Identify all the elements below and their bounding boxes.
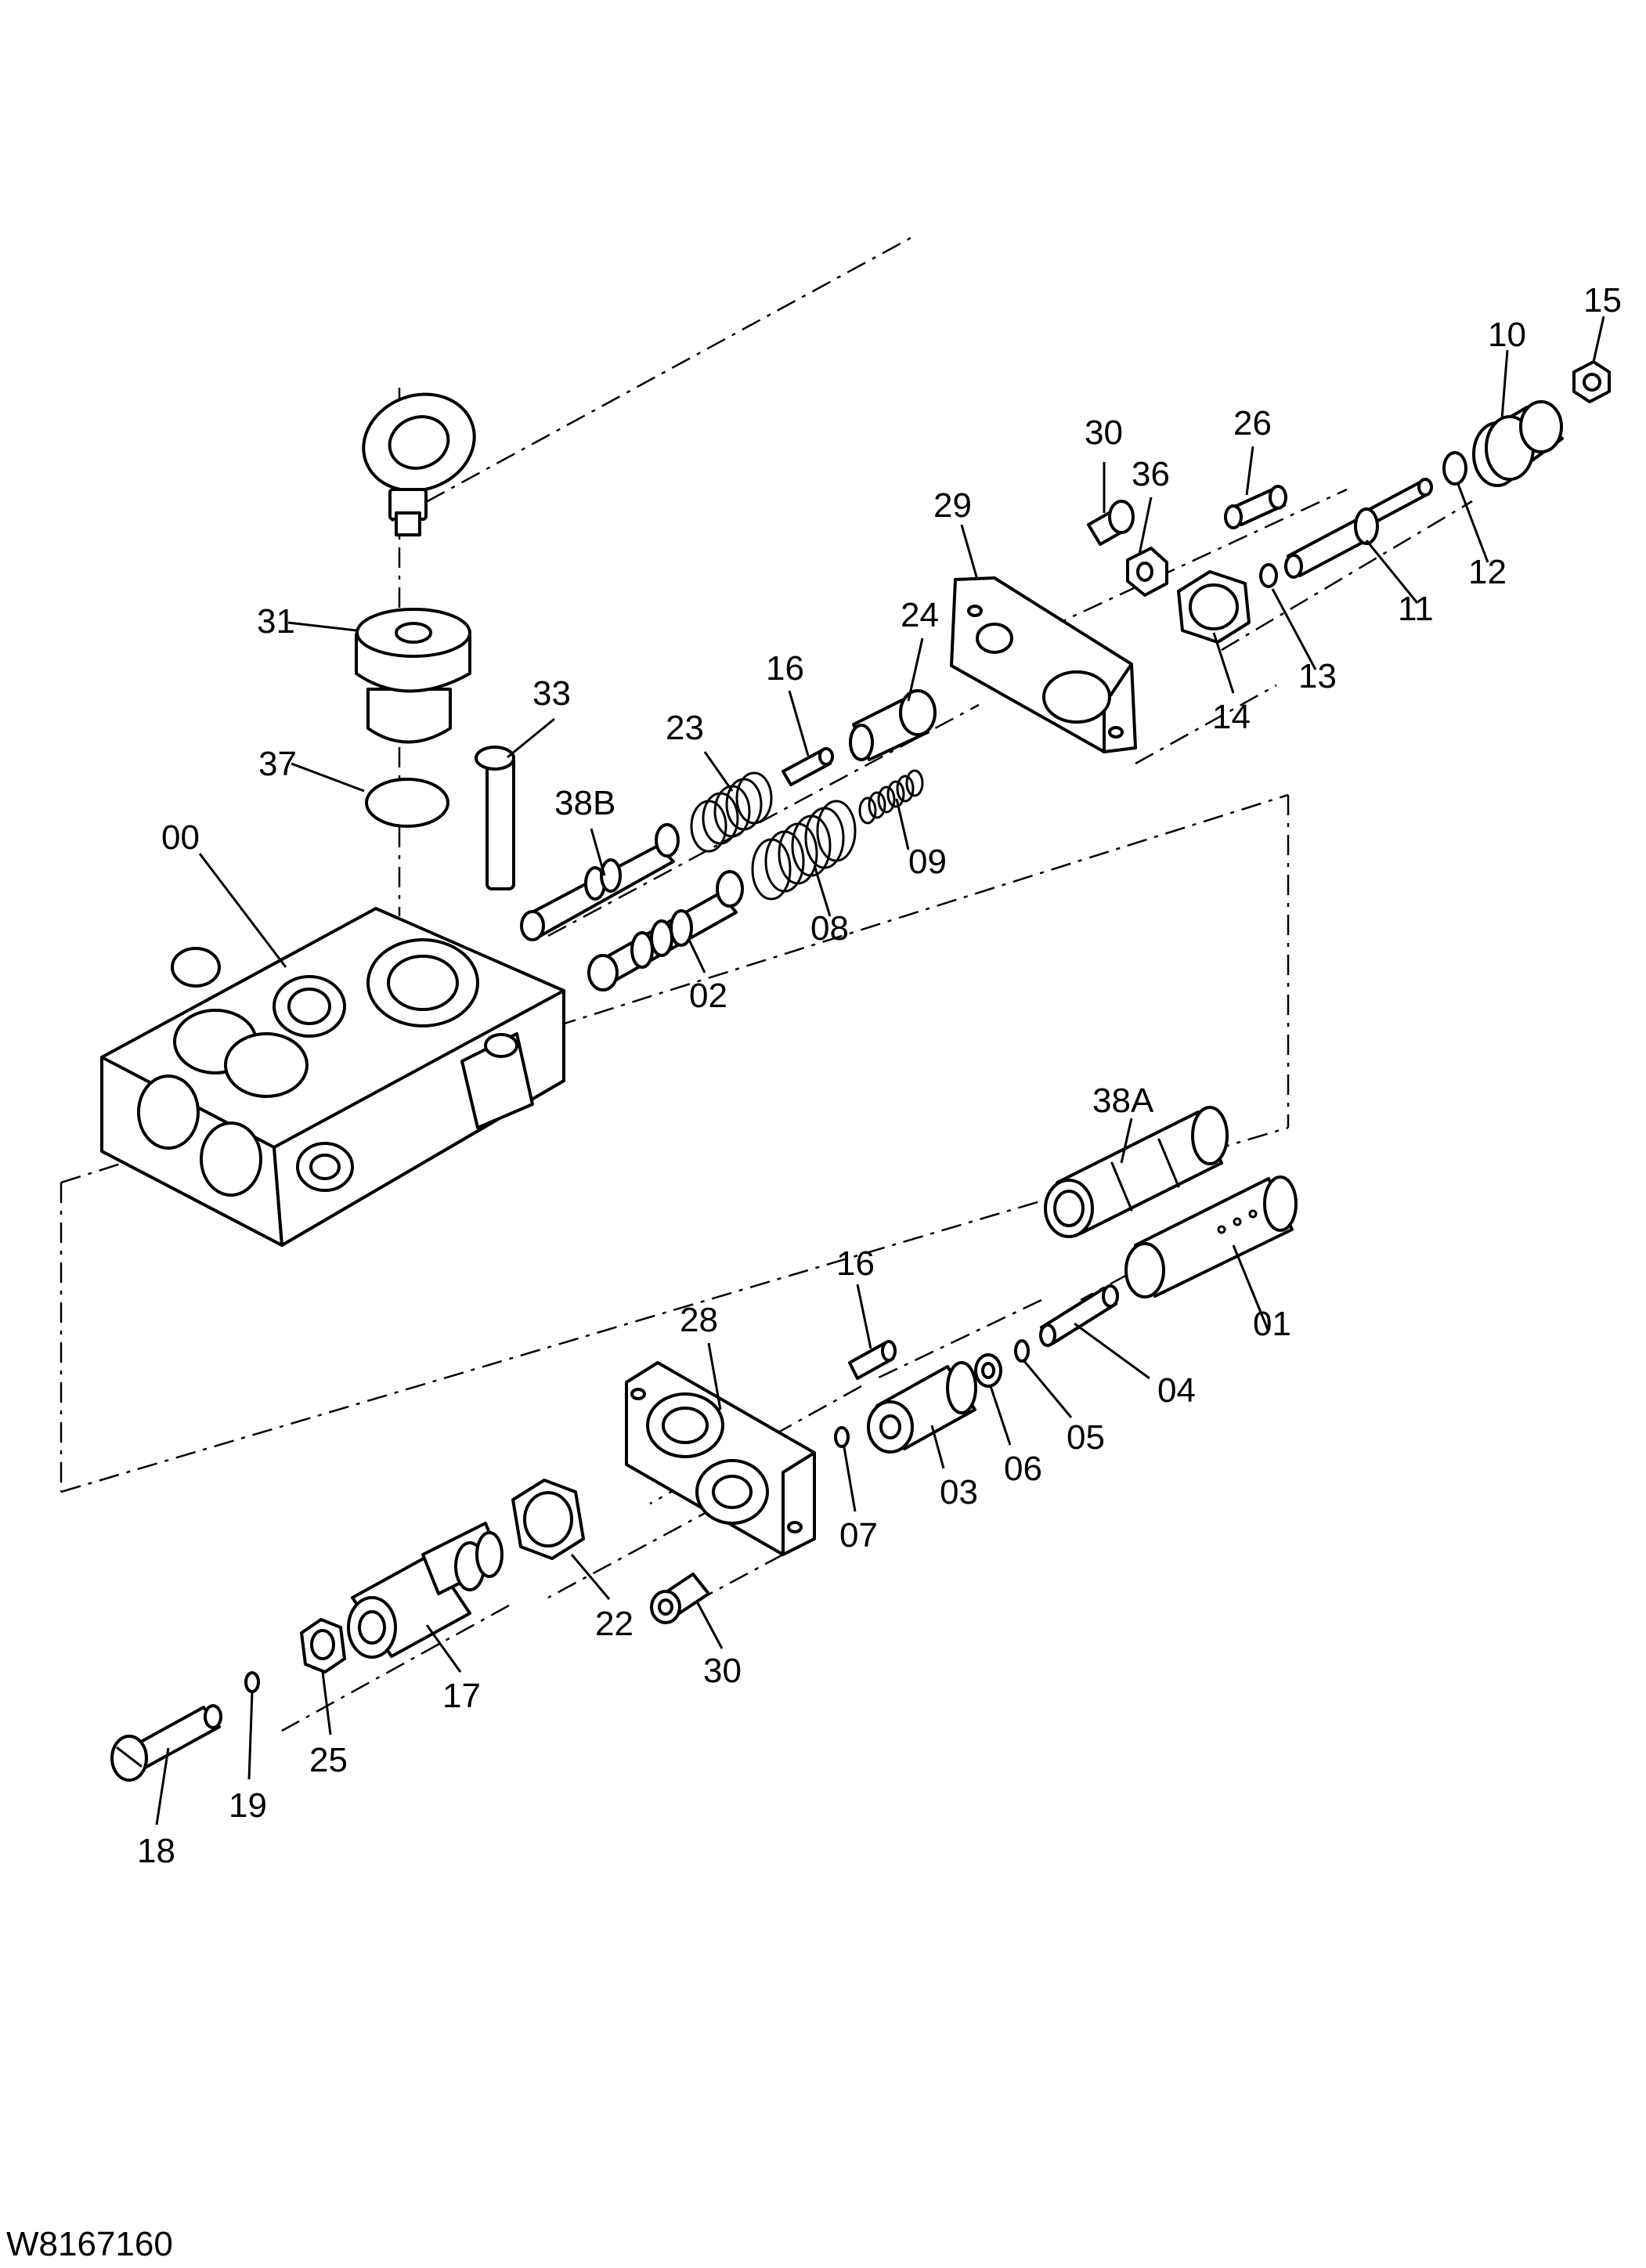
label-14: 14 [1212, 698, 1251, 736]
drawing-id: W8167160 [6, 2225, 173, 2263]
label-30-lower: 30 [703, 1652, 742, 1690]
label-15: 15 [1583, 281, 1622, 320]
label-17: 17 [442, 1677, 481, 1715]
o-ring-07 [834, 1426, 850, 1448]
label-02: 02 [689, 977, 727, 1015]
spool-38B [520, 823, 680, 941]
label-07: 07 [839, 1516, 878, 1555]
spring-08 [751, 800, 857, 901]
sleeve-26 [1224, 485, 1287, 529]
washer-06 [974, 1353, 1002, 1388]
label-37: 37 [258, 745, 297, 783]
nut-25 [300, 1618, 346, 1674]
label-04: 04 [1157, 1371, 1196, 1410]
pin-04 [1039, 1284, 1119, 1347]
label-26: 26 [1233, 404, 1272, 442]
part-labels: 31 37 33 00 38B 23 16 24 30 36 26 29 14 … [137, 281, 1622, 1870]
label-24: 24 [901, 596, 939, 634]
nut-15 [1572, 360, 1611, 403]
cover-29 [950, 576, 1137, 753]
label-33: 33 [532, 674, 571, 713]
label-38A: 38A [1092, 1082, 1154, 1120]
label-23: 23 [666, 709, 704, 747]
plug-31 [355, 608, 471, 744]
label-08: 08 [810, 909, 849, 948]
label-16-lower: 16 [836, 1244, 875, 1283]
label-16-upper: 16 [766, 649, 804, 688]
sleeve-01 [1124, 1176, 1298, 1298]
pin-16-lower [848, 1340, 897, 1380]
sleeve-38A [1044, 1106, 1229, 1238]
o-ring-05 [1014, 1339, 1030, 1363]
nut-14 [1177, 570, 1251, 644]
label-22: 22 [595, 1605, 633, 1643]
spool-02 [587, 870, 744, 991]
nut-22 [511, 1479, 585, 1560]
label-12: 12 [1468, 553, 1507, 591]
label-01: 01 [1253, 1305, 1291, 1343]
label-13: 13 [1298, 657, 1337, 695]
label-10: 10 [1488, 316, 1526, 354]
valve-body-00 [100, 907, 565, 1247]
o-ring-13 [1259, 563, 1278, 588]
bolt-30-lower [650, 1573, 710, 1624]
label-29: 29 [933, 486, 972, 525]
cartridge-17 [347, 1522, 504, 1659]
label-19: 19 [229, 1786, 267, 1825]
eye-bolt [362, 392, 476, 536]
screw-11 [1284, 478, 1433, 579]
label-36: 36 [1132, 455, 1170, 493]
bolt-30-upper [1087, 500, 1135, 546]
label-03: 03 [940, 1473, 978, 1511]
label-06: 06 [1004, 1450, 1042, 1488]
label-00: 00 [161, 818, 200, 857]
housing-10 [1472, 400, 1564, 487]
leader-lines [155, 316, 1605, 1826]
label-30-upper: 30 [1085, 414, 1123, 452]
pin-16-upper [781, 747, 834, 786]
o-ring-37 [365, 778, 449, 828]
poppet-03 [867, 1361, 977, 1454]
screw-18 [110, 1704, 222, 1782]
socket-bolt-33 [475, 746, 515, 890]
label-09: 09 [908, 843, 947, 881]
spring-09 [858, 769, 924, 825]
cover-28 [625, 1361, 816, 1556]
label-25: 25 [309, 1741, 348, 1779]
label-18: 18 [137, 1832, 175, 1870]
label-11: 11 [1398, 590, 1434, 628]
plug-24 [849, 689, 937, 761]
o-ring-19 [244, 1671, 260, 1693]
label-28: 28 [680, 1301, 718, 1339]
label-05: 05 [1067, 1418, 1105, 1457]
nut-36 [1126, 547, 1168, 597]
label-31: 31 [257, 602, 295, 641]
spring-23 [690, 771, 773, 853]
label-38B: 38B [554, 784, 615, 822]
o-ring-12 [1442, 451, 1467, 486]
